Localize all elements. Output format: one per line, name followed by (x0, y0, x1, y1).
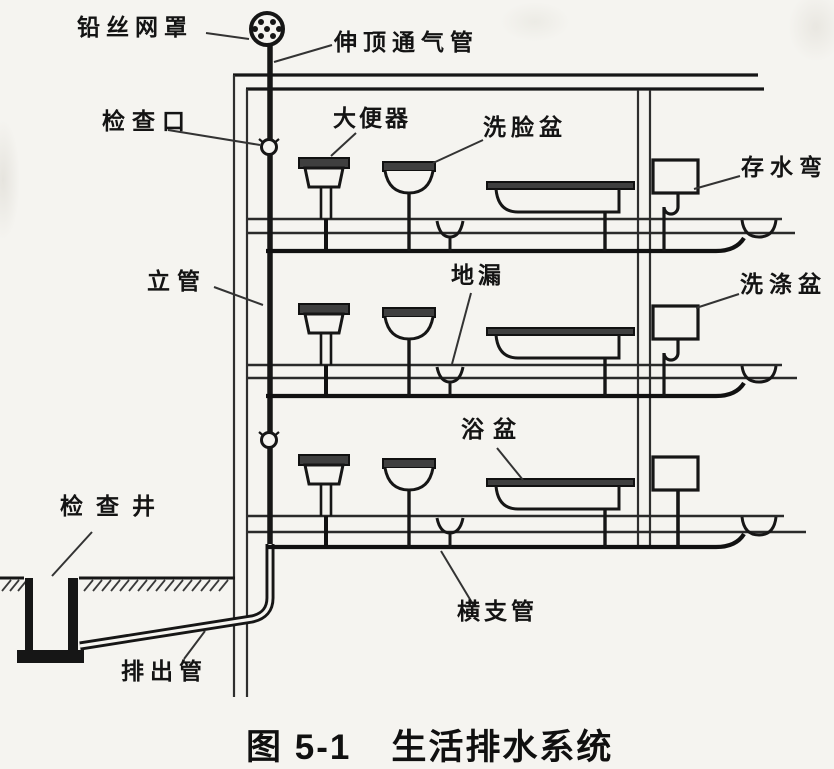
bathtub-symbol-floor3 (486, 478, 635, 547)
label-horizontal-branch-pipe: 横支管 (457, 598, 538, 624)
label-toilet: 大便器 (333, 105, 411, 131)
inspection-opening-icon (258, 138, 280, 156)
figure-caption: 图 5-1 生活排水系统 (246, 719, 613, 769)
sink-symbol-floor3 (651, 455, 700, 547)
inspection-opening-icon (258, 431, 280, 449)
trap-symbol-floor1 (662, 193, 680, 251)
wire-mesh-cap-icon (249, 11, 285, 47)
label-inspection-opening: 检查口 (102, 108, 192, 134)
horizontal-branch-pipes (266, 236, 746, 550)
label-washbasin: 洗脸盆 (483, 114, 567, 140)
trap-symbol-floor2 (662, 339, 680, 396)
washbasin-symbol-floor3 (382, 458, 436, 547)
floor-drain-symbols (435, 220, 465, 547)
right-vent-stack (636, 90, 652, 549)
label-trap: 存水弯 (741, 154, 828, 180)
inspection-well-symbol (17, 578, 84, 663)
left-wall (232, 75, 249, 697)
label-floor-drain: 地漏 (451, 262, 505, 288)
ground-hatching (1, 579, 229, 592)
bathtub-symbol-floor1 (486, 181, 635, 251)
label-bathtub: 浴盆 (461, 416, 525, 442)
floor-slabs (248, 217, 806, 534)
figure-title: 生活排水系统 (391, 728, 614, 767)
toilet-symbol-floor2 (298, 303, 350, 396)
roof-lines (233, 73, 764, 91)
washbasin-symbol-floor2 (382, 307, 436, 396)
toilet-symbol-floor3 (298, 454, 350, 547)
discharge-pipe-symbol (79, 544, 275, 651)
sink-symbol-floor1 (651, 158, 700, 251)
label-discharge-pipe: 排出管 (121, 658, 208, 684)
leader-lines (51, 32, 741, 660)
label-wire-mesh-cover: 铅丝网罩 (77, 14, 193, 40)
label-inspection-well: 检查井 (60, 493, 168, 519)
figure-number: 图 5-1 (246, 728, 352, 767)
sink-symbol-floor2 (651, 304, 700, 396)
label-washing-sink: 洗涤盆 (740, 271, 827, 297)
right-floor-drain-symbols (740, 219, 778, 537)
label-roof-vent-pipe: 伸顶通气管 (334, 29, 479, 55)
washbasin-symbol-floor1 (382, 161, 436, 251)
toilet-symbol-floor1 (298, 157, 350, 251)
label-riser: 立管 (147, 268, 207, 294)
bathtub-symbol-floor2 (486, 327, 635, 396)
